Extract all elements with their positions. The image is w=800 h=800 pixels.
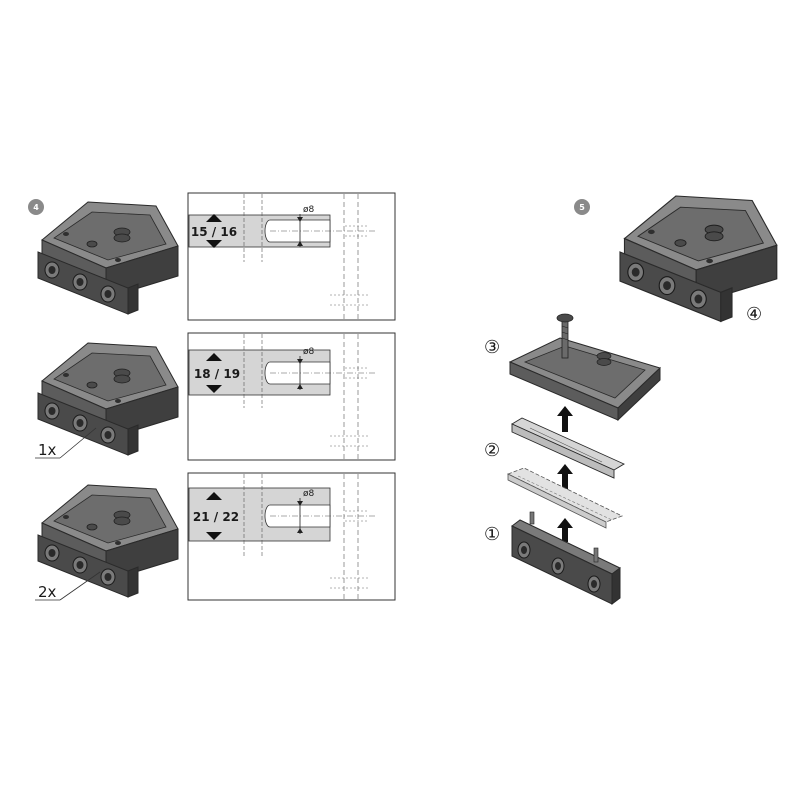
row-1-detail-panel: 15 / 16 ø8	[187, 192, 396, 321]
callout-shim: ①	[484, 524, 500, 545]
row-2-measure-label: 18 / 19	[194, 367, 240, 381]
row-3-quantity-label: 2x	[38, 583, 57, 601]
callout-top-part: ③	[484, 337, 500, 358]
base-part-illustration	[511, 511, 621, 605]
row-2-detail-panel: 18 / 19 ø8	[187, 332, 396, 461]
arrow-up-icon	[557, 464, 573, 490]
arrow-up-icon	[206, 214, 222, 222]
spacer-illustration	[511, 417, 625, 479]
step-5-badge-label: 5	[579, 203, 585, 212]
row-3-diameter-label: ø8	[303, 489, 315, 499]
row-1-measure-label: 15 / 16	[191, 225, 237, 239]
step-5-badge	[574, 199, 590, 215]
row-3-plate-illustration	[35, 484, 179, 601]
row-1-diameter-label: ø8	[303, 205, 315, 215]
arrow-up-icon	[206, 353, 222, 361]
arrow-up-icon	[557, 518, 573, 542]
row-3-measure-label: 21 / 22	[193, 510, 239, 524]
assembled-plate-illustration	[619, 195, 778, 323]
callout-assembled: ④	[746, 304, 762, 325]
row-1-plate-illustration	[37, 201, 179, 315]
step-4-badge-label: 4	[33, 203, 39, 212]
arrow-down-icon	[206, 240, 222, 248]
step-4: 4 15 / 16 ø8	[28, 192, 396, 601]
row-3-detail-panel: 21 / 22 ø8	[187, 472, 396, 601]
top-part-illustration	[508, 313, 661, 422]
row-2-quantity-label: 1x	[38, 441, 57, 459]
callout-spacer: ②	[484, 440, 500, 461]
step-4-badge	[28, 199, 44, 215]
row-2-diameter-label: ø8	[303, 347, 315, 357]
shim-illustration	[506, 467, 624, 529]
row-2-plate-illustration	[35, 342, 179, 459]
arrow-down-icon	[206, 532, 222, 540]
arrow-up-icon	[206, 492, 222, 500]
arrow-up-icon	[557, 406, 573, 432]
arrow-down-icon	[206, 385, 222, 393]
step-5: 5 ④ ③	[484, 195, 778, 605]
